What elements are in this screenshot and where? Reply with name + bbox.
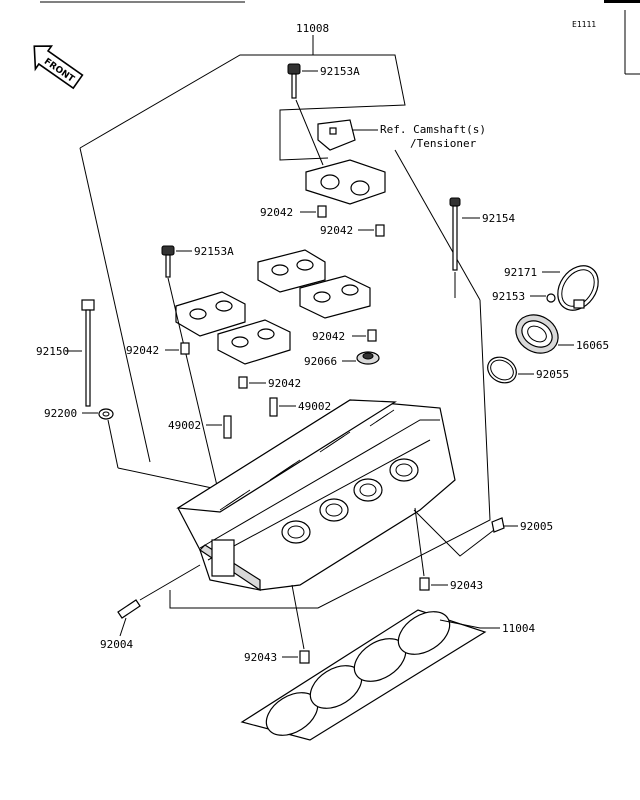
- plug-92066: [356, 351, 380, 365]
- label-11004: 11004: [502, 622, 535, 635]
- guide-49002-a: [223, 415, 232, 439]
- corner-mark: [604, 0, 640, 3]
- cam-cap-top: [305, 159, 386, 205]
- label-92042-b: 92042: [320, 224, 353, 237]
- label-ref-camshaft: Ref. Camshaft(s): [380, 123, 486, 136]
- holder-16065: [515, 314, 559, 354]
- label-92153A-top: 92153A: [320, 65, 360, 78]
- label-92042-c: 92042: [126, 344, 159, 357]
- bolt-92153: [546, 293, 556, 303]
- dowel-92042-a: [317, 205, 327, 218]
- stud-axis-92004: [139, 564, 201, 601]
- label-92004: 92004: [100, 638, 133, 651]
- dowel-92043-a: [419, 577, 430, 591]
- label-92066: 92066: [304, 355, 337, 368]
- bolt-axis-top: [295, 99, 324, 166]
- cam-cap-mid-2: [299, 275, 371, 319]
- label-92005: 92005: [520, 520, 553, 533]
- label-49002-b: 49002: [298, 400, 331, 413]
- label-49002-a: 49002: [168, 419, 201, 432]
- label-ref-tensioner: /Tensioner: [410, 137, 477, 150]
- label-92043-b: 92043: [244, 651, 277, 664]
- stud-92150: [81, 299, 95, 407]
- cam-cap-mid-1: [257, 249, 326, 293]
- washer-92200-hole: [102, 411, 110, 417]
- dowel-92042-e: [238, 376, 248, 389]
- label-92043-a: 92043: [450, 579, 483, 592]
- fitting-92005: [491, 517, 505, 533]
- gasket-11004: [240, 609, 487, 741]
- washer-axis: [107, 419, 119, 469]
- leader-11004: [439, 619, 500, 629]
- washer-92200: [98, 408, 114, 420]
- cylinder-head: [176, 399, 456, 592]
- guide-49002-b: [269, 397, 278, 417]
- dowel-axis-92043-a: [414, 507, 425, 577]
- bolt-axis-mid: [167, 277, 219, 491]
- dowel-axis-92043-b: [291, 584, 305, 650]
- cam-cap-left-2: [217, 319, 291, 365]
- bolt-92153A-top: [287, 63, 301, 99]
- diagram-code: E1111: [572, 20, 596, 29]
- label-92154: 92154: [482, 212, 515, 225]
- label-92042-a: 92042: [260, 206, 293, 219]
- assembly-bracket-bottom: [169, 299, 491, 609]
- label-92042-d: 92042: [312, 330, 345, 343]
- assembly-bracket-right: [394, 149, 481, 301]
- bolt-92153A-mid: [161, 245, 175, 278]
- dowel-92043-b: [299, 650, 310, 664]
- label-92200: 92200: [44, 407, 77, 420]
- assembly-bracket-left-lower: [117, 467, 213, 489]
- label-92171: 92171: [504, 266, 537, 279]
- dowel-92042-d: [367, 329, 377, 342]
- cam-cap-left-1: [175, 291, 246, 337]
- bolt-92154: [449, 197, 461, 271]
- dowel-92042-c: [180, 342, 190, 355]
- label-92153A-mid: 92153A: [194, 245, 234, 258]
- oring-92055: [487, 356, 517, 384]
- label-11008: 11008: [296, 22, 329, 35]
- assembly-bracket-left: [79, 147, 151, 463]
- stud-92004: [117, 599, 141, 619]
- label-16065: 16065: [576, 339, 609, 352]
- label-92153: 92153: [492, 290, 525, 303]
- label-92055: 92055: [536, 368, 569, 381]
- oring-92055-inner: [490, 359, 514, 381]
- label-92150: 92150: [36, 345, 69, 358]
- assembly-bracket-top: [79, 54, 406, 161]
- camshaft-bracket: [317, 119, 356, 151]
- clamp-92171: [557, 265, 599, 311]
- leader-92004: [119, 617, 127, 637]
- label-92042-e: 92042: [268, 377, 301, 390]
- dowel-92042-b: [375, 224, 385, 237]
- leader-92005-bracket: [413, 509, 495, 557]
- front-arrow-icon: FRONT: [33, 45, 84, 90]
